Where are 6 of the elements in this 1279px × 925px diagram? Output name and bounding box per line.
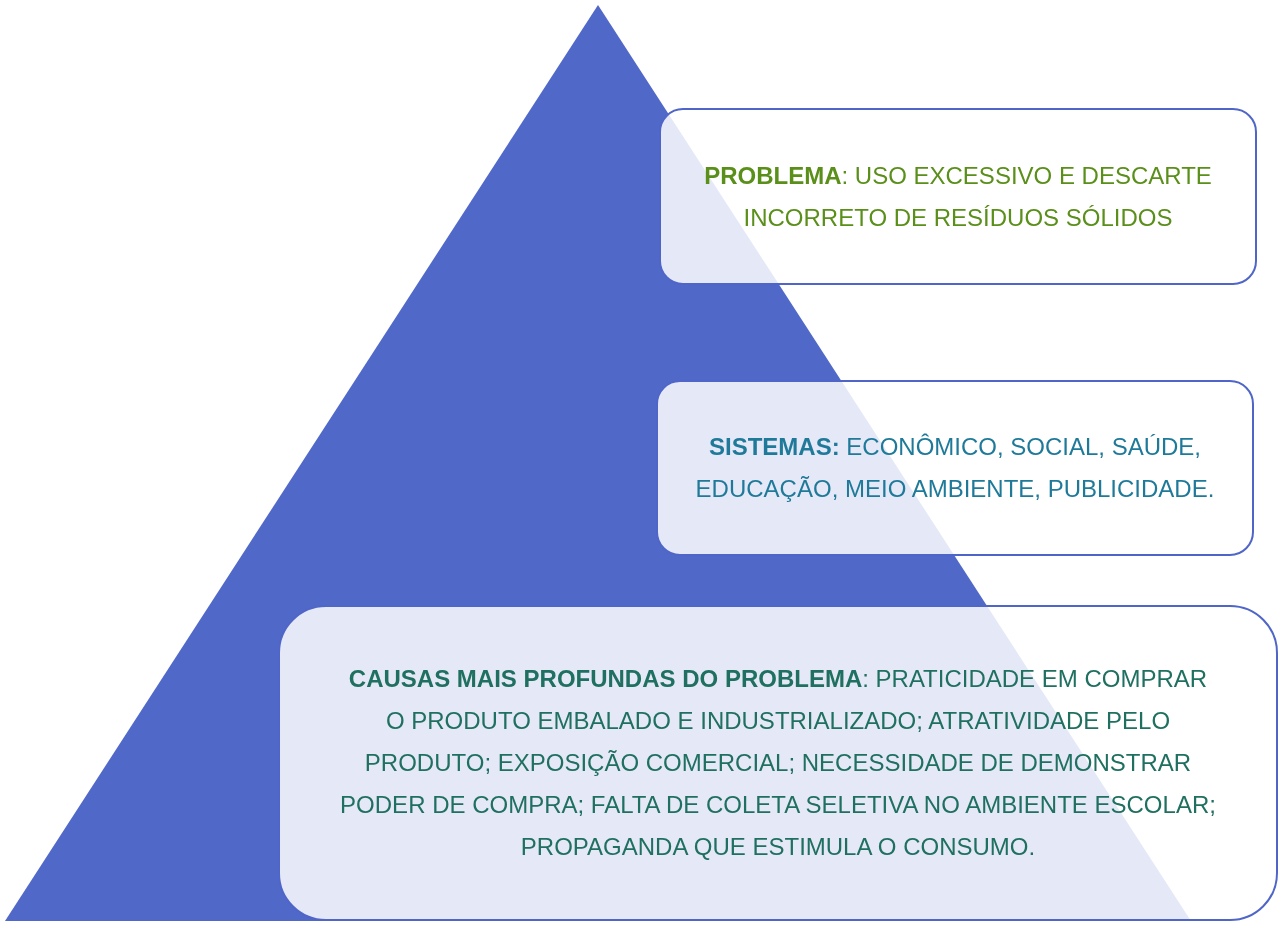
text-box xyxy=(659,108,1257,285)
box-text: CAUSAS MAIS PROFUNDAS DO PROBLEMA: PRATICIDADE EM COMPRAR O PRODUTO EMBALADO E INDUSTRIALIZADO; ATRATIVIDADE PELO PRODUTO; EXPOSIÇÃO COMERCIAL; NECESSIDADE DE DEMONSTRAR PODER DE COMPRA; FALTA DE COLETA SELETIVA NO AMBIENTE ESCOLAR; PROPAGANDA QUE ESTIMULA O CONSUMO. xyxy=(340,664,1216,862)
box-text: PROBLEMA: USO EXCESSIVO E DESCARTE INCORRETO DE RESÍDUOS SÓLIDOS xyxy=(703,160,1213,233)
box-text: SISTEMAS: ECONÔMICO, SOCIAL, SAÚDE, EDUCAÇÃO, MEIO AMBIENTE, PUBLICIDADE. xyxy=(694,432,1216,504)
text-box xyxy=(278,605,1278,921)
text-box xyxy=(656,380,1254,556)
